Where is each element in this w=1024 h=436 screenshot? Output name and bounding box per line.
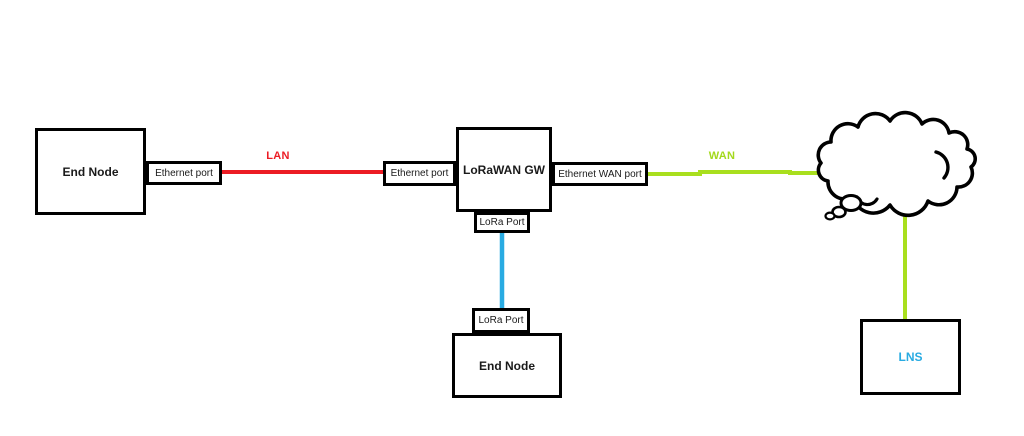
cloud-tail-bubble (839, 194, 863, 212)
ethernet-wan-port-label: Ethernet WAN port (558, 168, 642, 180)
internet-cloud-icon (816, 110, 977, 221)
ethernet-wan-port-box: Ethernet WAN port (552, 162, 648, 186)
end-node-bottom-label: End Node (479, 358, 535, 373)
end-node-bottom-box: End Node (452, 333, 562, 398)
cloud-tail-bubble (824, 211, 836, 221)
ethernet-port-gateway-box: Ethernet port (383, 161, 456, 186)
lns-server-box: LNS (860, 319, 961, 395)
ethernet-port-left-box: Ethernet port (146, 161, 222, 185)
cloud-flourish-right (934, 150, 950, 180)
lan-link-label: LAN (266, 150, 290, 162)
ethernet-port-gateway-label: Ethernet port (390, 168, 449, 179)
lorawan-gateway-box: LoRaWAN GW (456, 127, 552, 212)
lora-port-end-node-box: LoRa Port (472, 308, 530, 333)
lora-port-end-node-label: LoRa Port (478, 315, 524, 326)
lns-server-label: LNS (898, 350, 923, 364)
wan-link-line (648, 170, 842, 176)
lorawan-gateway-label: LoRaWAN GW (463, 162, 545, 177)
lora-port-gateway-label: LoRa Port (479, 217, 525, 228)
lora-port-gateway-box: LoRa Port (474, 212, 530, 233)
wan-link-label: WAN (708, 150, 736, 162)
end-node-left-label: End Node (62, 164, 119, 179)
ethernet-port-left-label: Ethernet port (155, 167, 213, 179)
end-node-left-box: End Node (35, 128, 146, 215)
